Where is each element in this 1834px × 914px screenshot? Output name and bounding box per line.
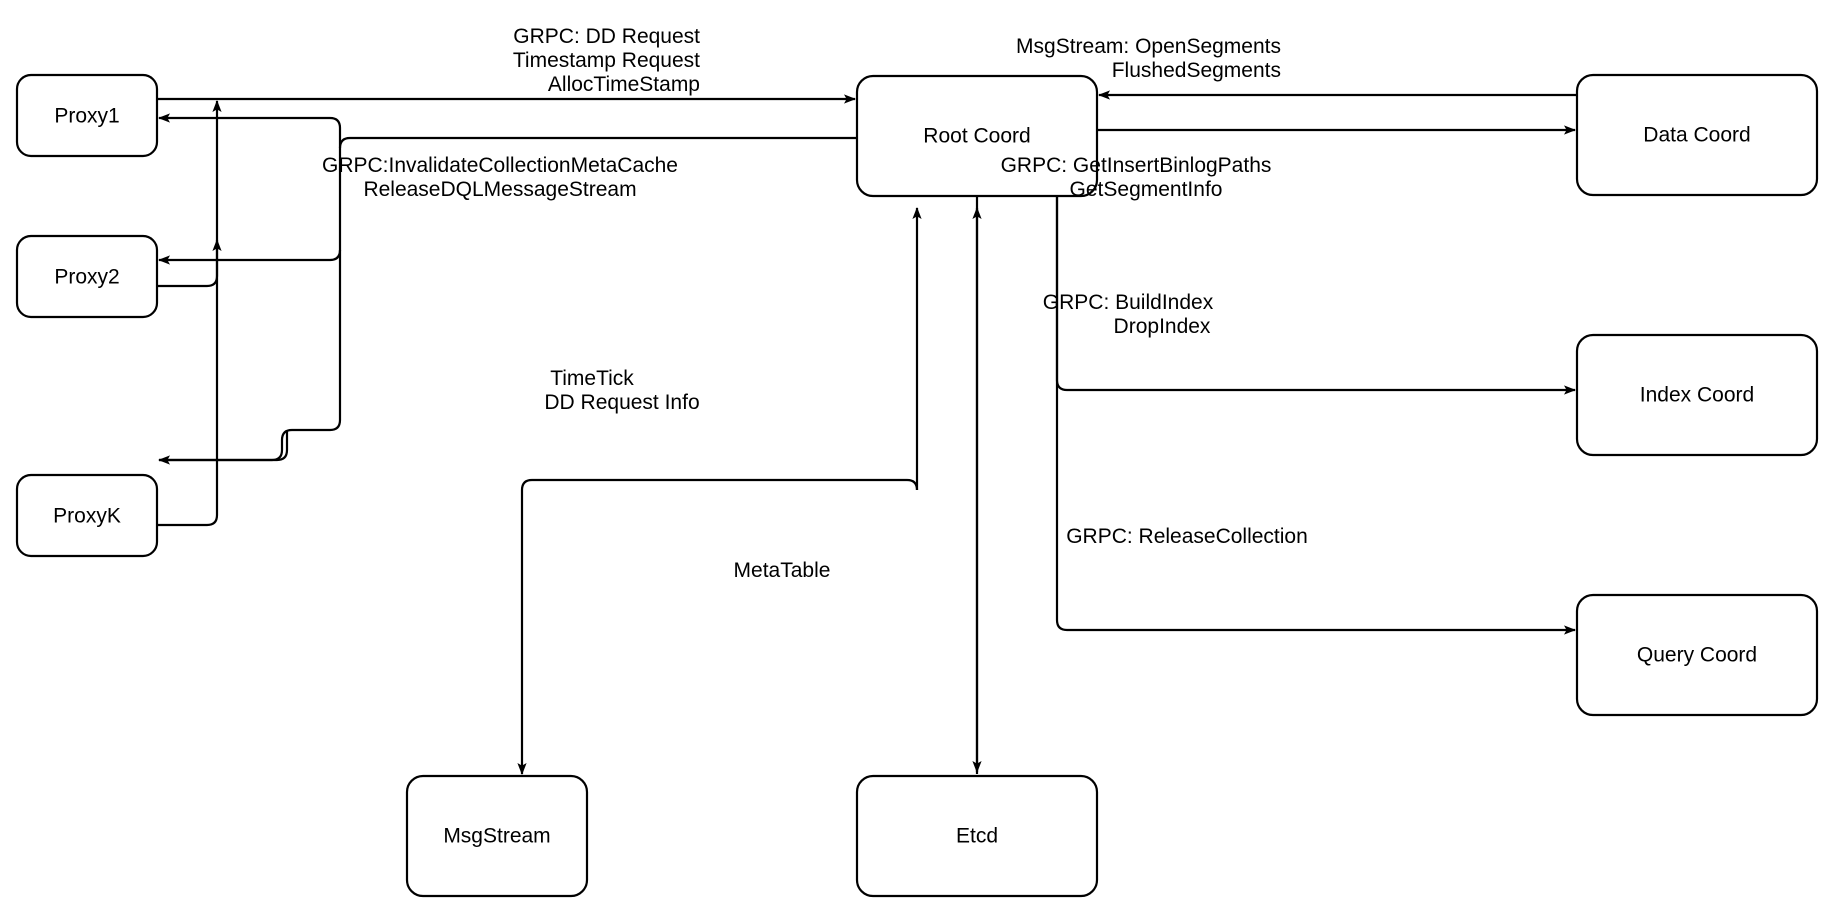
node-proxy1[interactable]: Proxy1 (15, 73, 159, 158)
node-rect-rootcoord[interactable] (855, 74, 1099, 198)
edge-label-line-1: TimeTick (550, 367, 634, 390)
edge-rootcoord-to-msgstream (517, 207, 922, 775)
edge-proxy-to-rootcoord (157, 94, 856, 527)
edge-label-line-1: GRPC: BuildIndex (1043, 291, 1214, 314)
edge-line-msgstream-down (517, 478, 919, 775)
node-datacoord[interactable]: Data Coord (1575, 73, 1819, 197)
edge-label-line-2: ReleaseDQLMessageStream (363, 178, 636, 201)
node-indexcoord[interactable]: Index Coord (1575, 333, 1819, 457)
node-label-proxy1: Proxy1 (54, 105, 119, 128)
edge-label-line-3: AllocTimeStamp (548, 73, 700, 96)
node-label-proxy2: Proxy2 (54, 266, 119, 289)
node-proxy2[interactable]: Proxy2 (15, 234, 159, 319)
edge-label-rootcoord-to-msgstream: TimeTick DD Request Info (544, 367, 699, 414)
node-etcd[interactable]: Etcd (855, 774, 1099, 898)
node-label-rootcoord: Root Coord (923, 125, 1030, 148)
node-msgstream[interactable]: MsgStream (405, 774, 589, 898)
edge-label-datacoord-to-rootcoord: MsgStream: OpenSegments FlushedSegments (1016, 35, 1281, 82)
node-rect-indexcoord[interactable] (1575, 333, 1819, 457)
node-rect-msgstream[interactable] (405, 774, 589, 898)
node-rect-querycoord[interactable] (1575, 593, 1819, 717)
edge-label-line-1: MetaTable (734, 559, 831, 582)
edge-label-line-2: Timestamp Request (513, 49, 700, 72)
node-label-proxyk: ProxyK (53, 505, 121, 528)
edge-label-line-2: GetSegmentInfo (1070, 178, 1223, 201)
node-rootcoord[interactable]: Root Coord (855, 74, 1099, 198)
edge-label-line-1: GRPC: DD Request (513, 25, 700, 48)
edge-label-rootcoord-to-datacoord: GRPC: GetInsertBinlogPaths GetSegmentInf… (1001, 154, 1272, 201)
edge-rootcoord-to-querycoord (1055, 196, 1576, 635)
node-label-datacoord: Data Coord (1643, 124, 1750, 147)
node-label-indexcoord: Index Coord (1640, 384, 1754, 407)
node-proxyk[interactable]: ProxyK (15, 473, 159, 558)
node-rect-datacoord[interactable] (1575, 73, 1819, 197)
edge-line-proxy2-join (157, 100, 222, 288)
edge-label-rootcoord-to-indexcoord: GRPC: BuildIndex DropIndex (1043, 291, 1214, 338)
node-label-msgstream: MsgStream (443, 825, 550, 848)
edge-rootcoord-to-proxies (158, 113, 857, 465)
edge-line-rootcoord-trunk (292, 136, 857, 432)
edge-label-line-2: DD Request Info (544, 391, 699, 414)
edge-label-proxy-to-rootcoord: GRPC: DD Request Timestamp Request Alloc… (513, 25, 700, 96)
edge-line-to-proxy1 (158, 113, 342, 148)
edge-label-line-2: FlushedSegments (1112, 59, 1281, 82)
node-label-querycoord: Query Coord (1637, 644, 1757, 667)
edge-label-rootcoord-to-proxies: GRPC:InvalidateCollectionMetaCache Relea… (322, 154, 678, 201)
node-rect-etcd[interactable] (855, 774, 1099, 898)
edge-label-line-2: DropIndex (1114, 315, 1211, 338)
edge-line-rootcoord-to-querycoord (1055, 196, 1576, 635)
edge-line-proxyk-join (157, 239, 222, 527)
edge-line-to-proxyk (158, 430, 289, 465)
node-label-etcd: Etcd (956, 825, 998, 848)
edge-label-line-1: GRPC: ReleaseCollection (1066, 525, 1308, 548)
edge-label-line-1: GRPC:InvalidateCollectionMetaCache (322, 154, 678, 177)
edge-line-proxyk-elbow (159, 428, 293, 462)
edge-line-to-proxy2 (158, 249, 342, 265)
node-rect-proxyk[interactable] (15, 473, 159, 558)
edge-label-line-1: GRPC: GetInsertBinlogPaths (1001, 154, 1272, 177)
node-rect-proxy1[interactable] (15, 73, 159, 158)
edge-label-rootcoord-to-querycoord: GRPC: ReleaseCollection (1066, 525, 1308, 548)
edge-label-line-1: MsgStream: OpenSegments (1016, 35, 1281, 58)
edge-label-rootcoord-to-etcd: MetaTable (734, 559, 831, 582)
node-querycoord[interactable]: Query Coord (1575, 593, 1819, 717)
node-rect-proxy2[interactable] (15, 234, 159, 319)
